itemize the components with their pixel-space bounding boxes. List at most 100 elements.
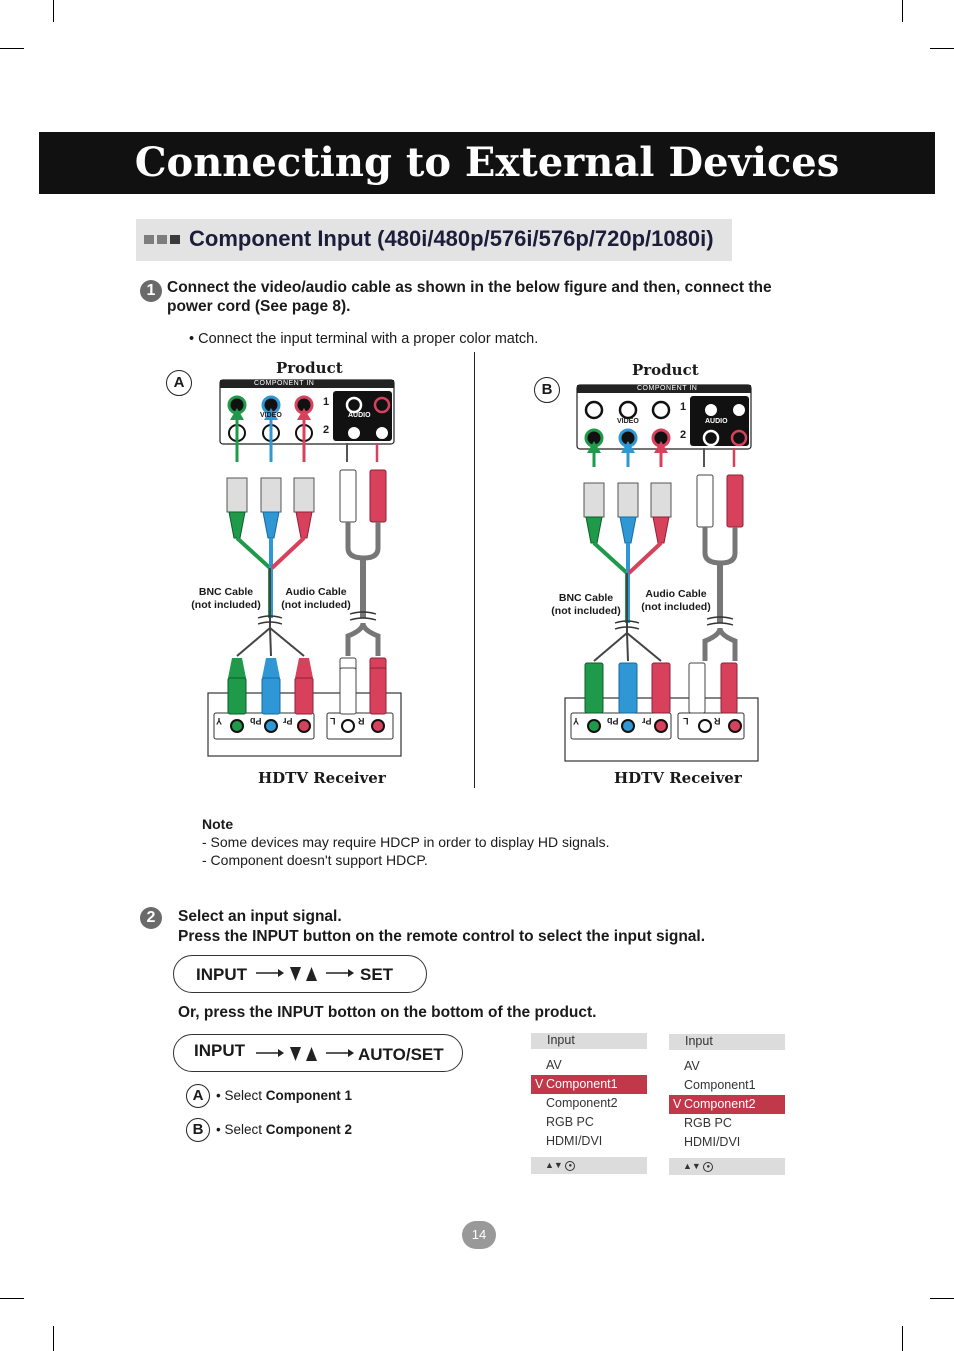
enter-icon: ● <box>565 1160 576 1171</box>
menu-item-rgb-pc[interactable]: RGB PC <box>546 1115 594 1129</box>
connector-red-audio <box>720 662 738 714</box>
section-heading-text: Component Input (480i/480p/576i/576p/720… <box>189 226 714 251</box>
square-icon <box>170 235 180 244</box>
connector-white <box>688 662 706 714</box>
diagram-a-video-label: VIDEO <box>260 412 282 419</box>
menu-item-component2[interactable]: Component2 <box>546 1096 618 1110</box>
crop-mark <box>53 0 54 22</box>
arrow-right-icon <box>326 1049 354 1057</box>
jack-l2 <box>346 425 362 441</box>
page-number: 14 <box>462 1221 496 1249</box>
cable-low-blue <box>626 632 629 662</box>
up-down-arrows-icon: ▲▼ <box>683 1161 701 1171</box>
diagram-b-receiver-label: HDTV Receiver <box>614 769 742 787</box>
arrowhead-green <box>230 408 244 420</box>
product-autoset-label: AUTO/SET <box>358 1045 444 1064</box>
arrowhead-green <box>587 441 601 453</box>
rx-jack-pb <box>621 719 635 733</box>
panel-header <box>577 385 751 393</box>
cable-red <box>270 536 306 570</box>
audio-label-line2: (not included) <box>641 601 711 613</box>
diagram-b-jack-label-pr: Pr <box>642 716 652 726</box>
diagram-a-jack-label-y: Y <box>216 716 223 726</box>
rx-jack-r <box>728 719 742 733</box>
diagram-b-audio-cable-label: Audio Cable (not included) <box>637 588 715 614</box>
crop-mark <box>930 48 954 49</box>
connector-red <box>651 662 671 714</box>
square-icon <box>157 235 167 244</box>
rx-jack-pr <box>654 719 668 733</box>
audio-cable-low <box>702 627 738 661</box>
menu-nav-hint: ▲▼ ● <box>531 1157 647 1174</box>
cable-low-green <box>593 632 628 662</box>
rx-jack-pb <box>264 719 278 733</box>
note-line-1: - Some devices may require HDCP in order… <box>202 834 610 850</box>
rx-jack-l <box>341 719 355 733</box>
jack-r2 <box>730 429 748 447</box>
bnc-label-line2: (not included) <box>551 605 621 617</box>
arrowhead-blue <box>621 441 635 453</box>
diagram-b-jack-label-y: Y <box>573 716 580 726</box>
connector-cover <box>261 677 281 715</box>
product-sequence: INPUT AUTO/SET <box>173 1034 463 1072</box>
step1-text-line1: Connect the video/audio cable as shown i… <box>167 279 772 296</box>
bnc-boot-red <box>652 516 670 544</box>
square-icon <box>144 235 154 244</box>
select-a-letter: A <box>186 1084 210 1108</box>
bnc-label-line2: (not included) <box>191 599 261 611</box>
diagram-b-jack-label-l: L <box>683 716 689 726</box>
cable-low-red <box>626 632 662 662</box>
jack-l1 <box>703 402 719 418</box>
menu-item-rgb-pc[interactable]: RGB PC <box>684 1116 732 1130</box>
cable-red <box>627 541 663 575</box>
jack-r1 <box>731 402 747 418</box>
bnc-bottom-green <box>228 658 246 678</box>
menu-item-hdmi-dvi[interactable]: HDMI/DVI <box>684 1135 741 1149</box>
menu-item-av[interactable]: AV <box>546 1058 562 1072</box>
diagram-b-letter: B <box>534 377 560 403</box>
bnc-boot-green <box>228 511 246 539</box>
audio-cable <box>345 522 381 561</box>
menu-item-av[interactable]: AV <box>684 1059 700 1073</box>
jack-l1 <box>345 396 363 414</box>
menu-item-label: Component2 <box>684 1097 756 1111</box>
bnc-boot-blue <box>619 516 637 544</box>
diagram-b-row1: 1 <box>680 401 687 413</box>
diagram-a-audio-label: AUDIO <box>348 412 371 419</box>
note-line-2: - Component doesn't support HDCP. <box>202 852 428 868</box>
bnc-bottom-blue <box>262 658 280 678</box>
remote-input-label: INPUT <box>196 965 247 984</box>
cable-low-blue <box>269 627 272 657</box>
connector-cover <box>369 667 387 715</box>
remote-set-label: SET <box>360 965 394 984</box>
diagram-a-receiver-label: HDTV Receiver <box>258 769 386 787</box>
diagram-a-letter: A <box>166 370 192 396</box>
diagram-a-bnc-label: BNC Cable (not included) <box>188 586 264 612</box>
step-number-1: 1 <box>140 280 162 302</box>
bnc-boot-green <box>585 516 603 544</box>
bnc-top-blue <box>617 482 639 518</box>
diagram-a-row1: 1 <box>323 396 330 408</box>
bnc-label-line1: BNC Cable <box>558 592 614 604</box>
diagram-b-bnc-label: BNC Cable (not included) <box>548 592 624 618</box>
jack-r1 <box>373 396 391 414</box>
crop-mark <box>902 1326 903 1351</box>
menu-title: Input <box>685 1034 713 1048</box>
connector-blue <box>618 662 638 714</box>
arrow-right-icon <box>256 1049 284 1057</box>
arrowhead-red <box>297 408 311 420</box>
audio-label-line1: Audio Cable <box>645 588 707 600</box>
bnc-boot-blue <box>262 511 280 539</box>
jack-pr1 <box>651 400 671 420</box>
crop-mark <box>930 1298 954 1299</box>
menu-item-hdmi-dvi[interactable]: HDMI/DVI <box>546 1134 603 1148</box>
audio-label-line1: Audio Cable <box>285 586 347 598</box>
menu-item-component1[interactable]: Component1 <box>684 1078 756 1092</box>
diagram-b-jack-label-pb: Pb <box>607 716 619 726</box>
diagram-a-jack-label-l: L <box>330 716 336 726</box>
diagram-a-illustration <box>207 379 402 757</box>
diagram-a-jack-label-pb: Pb <box>250 716 262 726</box>
